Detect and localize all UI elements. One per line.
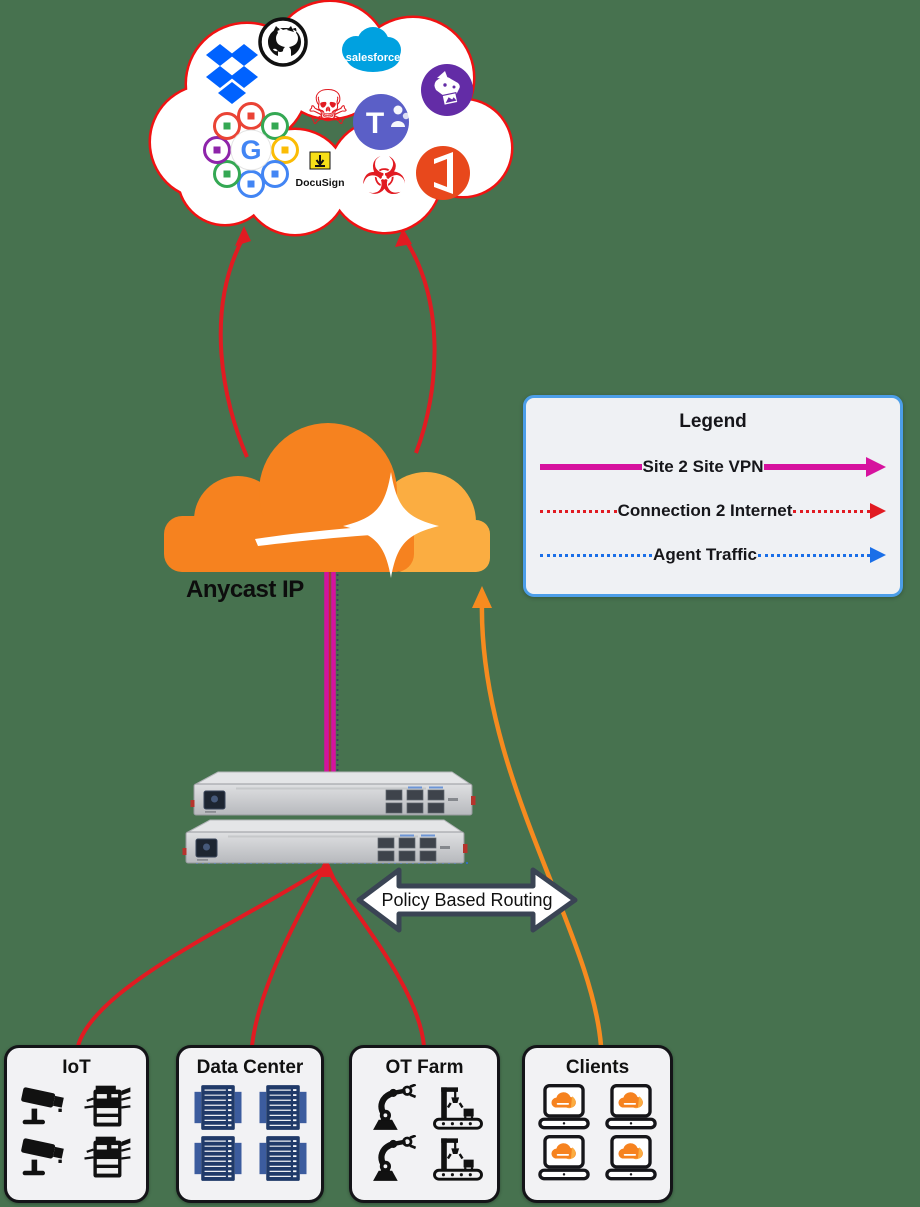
agent-line-sample bbox=[540, 553, 653, 557]
agent-arrowhead bbox=[870, 547, 886, 563]
cloudflare-cloud bbox=[164, 423, 490, 578]
server-rack-icon bbox=[191, 1084, 245, 1131]
policy-routing-arrow: Policy Based Routing bbox=[356, 867, 578, 933]
cloudflare-laptop-icon bbox=[537, 1135, 591, 1182]
conveyor-crane-icon bbox=[431, 1135, 485, 1182]
internet-arrowhead bbox=[870, 503, 887, 519]
gateway-appliance-1 bbox=[190, 771, 476, 816]
teams-letter: T bbox=[366, 107, 384, 140]
clients-to-cloudflare-arrow bbox=[472, 586, 604, 1047]
salesforce-icon: salesforce bbox=[342, 27, 401, 72]
robot-arm-icon bbox=[364, 1135, 418, 1182]
google-workspace-icon: G bbox=[203, 102, 299, 198]
datadog-icon bbox=[421, 64, 473, 116]
office-365-icon bbox=[416, 146, 470, 200]
microsoft-teams-icon: T bbox=[353, 94, 410, 150]
cloudflare-laptop-icon bbox=[537, 1084, 591, 1131]
skull-crossbones-icon: ☠ bbox=[306, 80, 349, 136]
server-rack-icon bbox=[256, 1084, 310, 1131]
vpn-line-sample bbox=[540, 464, 642, 470]
site-box-ot-farm: OT Farm bbox=[349, 1045, 500, 1203]
copier-icon bbox=[81, 1135, 135, 1182]
robot-arm-icon bbox=[364, 1084, 418, 1131]
anycast-ip-label: Anycast IP bbox=[186, 576, 304, 603]
server-rack-icon bbox=[256, 1135, 310, 1182]
site-title: Clients bbox=[565, 1057, 630, 1078]
salesforce-label: salesforce bbox=[346, 52, 400, 64]
biohazard-icon: ☣ bbox=[361, 147, 408, 207]
vpn-arrowhead bbox=[866, 457, 886, 477]
site-title: IoT bbox=[62, 1057, 91, 1078]
docusign-label: DocuSign bbox=[296, 177, 345, 189]
dropbox-icon bbox=[206, 44, 258, 104]
legend-title: Legend bbox=[679, 411, 747, 432]
google-letter: G bbox=[240, 135, 261, 165]
conveyor-crane-icon bbox=[431, 1084, 485, 1131]
cloudflare-spark bbox=[343, 472, 439, 578]
cctv-camera-icon bbox=[18, 1135, 72, 1182]
internet-line-sample bbox=[540, 509, 617, 513]
legend-item-site2site-vpn: Site 2 Site VPN bbox=[540, 457, 886, 477]
github-icon bbox=[258, 17, 308, 67]
legend-panel: Legend Site 2 Site VPN Connection 2 Inte… bbox=[523, 395, 903, 597]
site-2-site-vpn-tunnels bbox=[324, 571, 339, 792]
cloudflare-laptop-icon bbox=[604, 1084, 658, 1131]
legend-item-agent-traffic: Agent Traffic bbox=[540, 545, 886, 565]
legend-item-connection2internet: Connection 2 Internet bbox=[540, 501, 887, 521]
server-rack-icon bbox=[191, 1135, 245, 1182]
cloudflare-laptop-icon bbox=[604, 1135, 658, 1182]
policy-routing-label: Policy Based Routing bbox=[381, 890, 552, 910]
site-box-iot: IoT bbox=[4, 1045, 149, 1203]
site-title: OT Farm bbox=[385, 1057, 464, 1078]
gateway-appliance-2 bbox=[182, 819, 468, 864]
docusign-icon: DocuSign bbox=[292, 145, 348, 201]
copier-icon bbox=[81, 1084, 135, 1131]
site-title: Data Center bbox=[196, 1057, 304, 1078]
site-box-clients: Clients bbox=[522, 1045, 673, 1203]
saas-cloud: salesforce ☠ T G bbox=[148, 0, 514, 237]
cctv-camera-icon bbox=[18, 1084, 72, 1131]
site-box-data-center: Data Center bbox=[176, 1045, 324, 1203]
gateway-stack bbox=[182, 771, 476, 864]
